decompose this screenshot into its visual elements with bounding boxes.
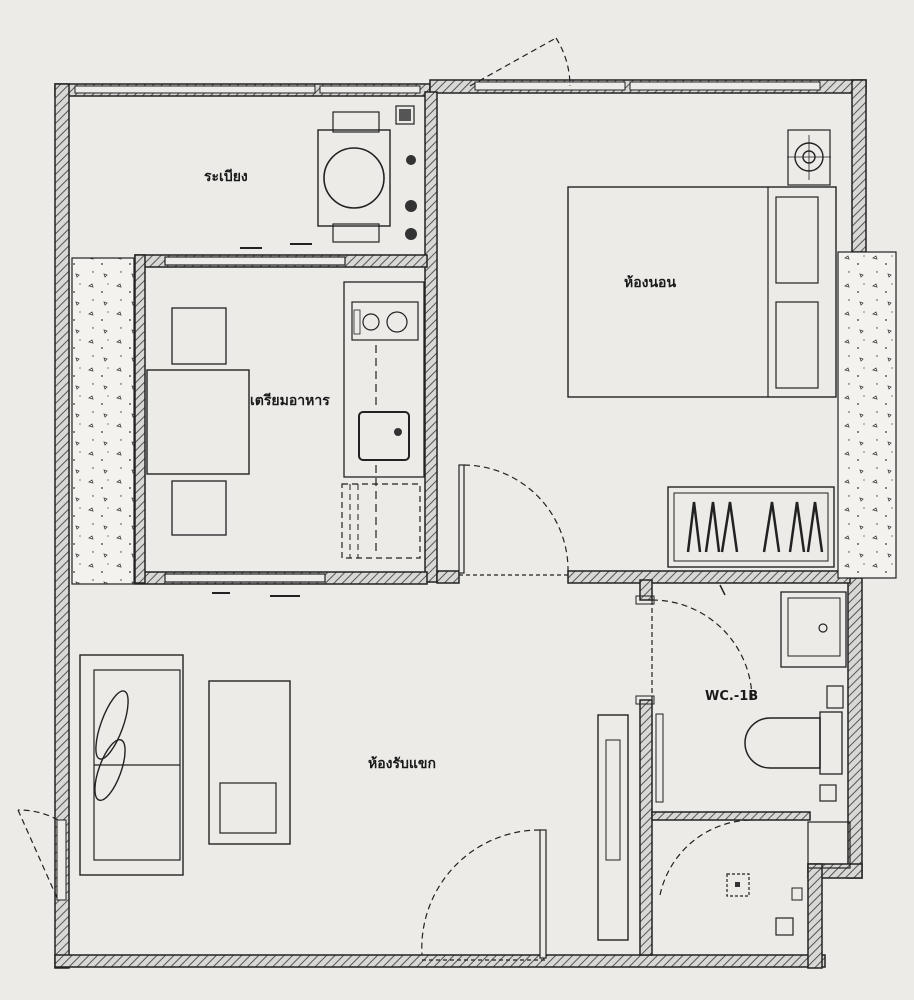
fridge-outline bbox=[341, 483, 421, 559]
coffee-table bbox=[208, 680, 291, 845]
doors bbox=[17, 37, 756, 961]
bathroom-label: WC.-1B bbox=[705, 689, 758, 704]
kitchen-label: เตรียมอาหาร bbox=[250, 393, 330, 409]
windows bbox=[56, 81, 821, 901]
dining-table bbox=[146, 369, 250, 475]
bedroom-label: ห้องนอน bbox=[624, 275, 676, 291]
balcony-room: ระเบียง bbox=[204, 105, 417, 243]
living-room: ห้องรับแขก bbox=[79, 654, 629, 941]
kitchen-counter bbox=[343, 281, 425, 478]
balcony-table bbox=[317, 129, 391, 227]
left-planter bbox=[71, 257, 135, 585]
sofa bbox=[79, 654, 184, 876]
kitchen-room: เตรียมอาหาร bbox=[146, 281, 425, 559]
pillow bbox=[775, 301, 819, 389]
toilet-icon bbox=[744, 717, 821, 769]
bedroom-room: ห้องนอน bbox=[567, 129, 837, 568]
pillow bbox=[775, 196, 819, 284]
bathroom-room: WC.-1B bbox=[635, 591, 851, 936]
right-planter bbox=[837, 251, 897, 579]
hangers-icon bbox=[686, 501, 824, 553]
shower-niche bbox=[807, 821, 851, 869]
living-room-label: ห้องรับแขก bbox=[368, 756, 436, 772]
floor-drain-icon bbox=[726, 873, 750, 897]
interior-walls bbox=[134, 91, 851, 956]
washing-machine-icon bbox=[323, 147, 385, 209]
cushion-icon bbox=[94, 690, 129, 802]
dining-chair bbox=[171, 307, 227, 365]
sink-icon bbox=[358, 411, 410, 461]
dining-chair bbox=[171, 480, 227, 536]
kitchen-sliding-doors bbox=[164, 243, 346, 597]
bed bbox=[567, 186, 837, 398]
stove-icon bbox=[351, 301, 419, 341]
tv-console bbox=[597, 714, 629, 941]
balcony-label: ระเบียง bbox=[204, 169, 248, 185]
basin bbox=[780, 591, 847, 668]
wardrobe bbox=[667, 486, 835, 568]
